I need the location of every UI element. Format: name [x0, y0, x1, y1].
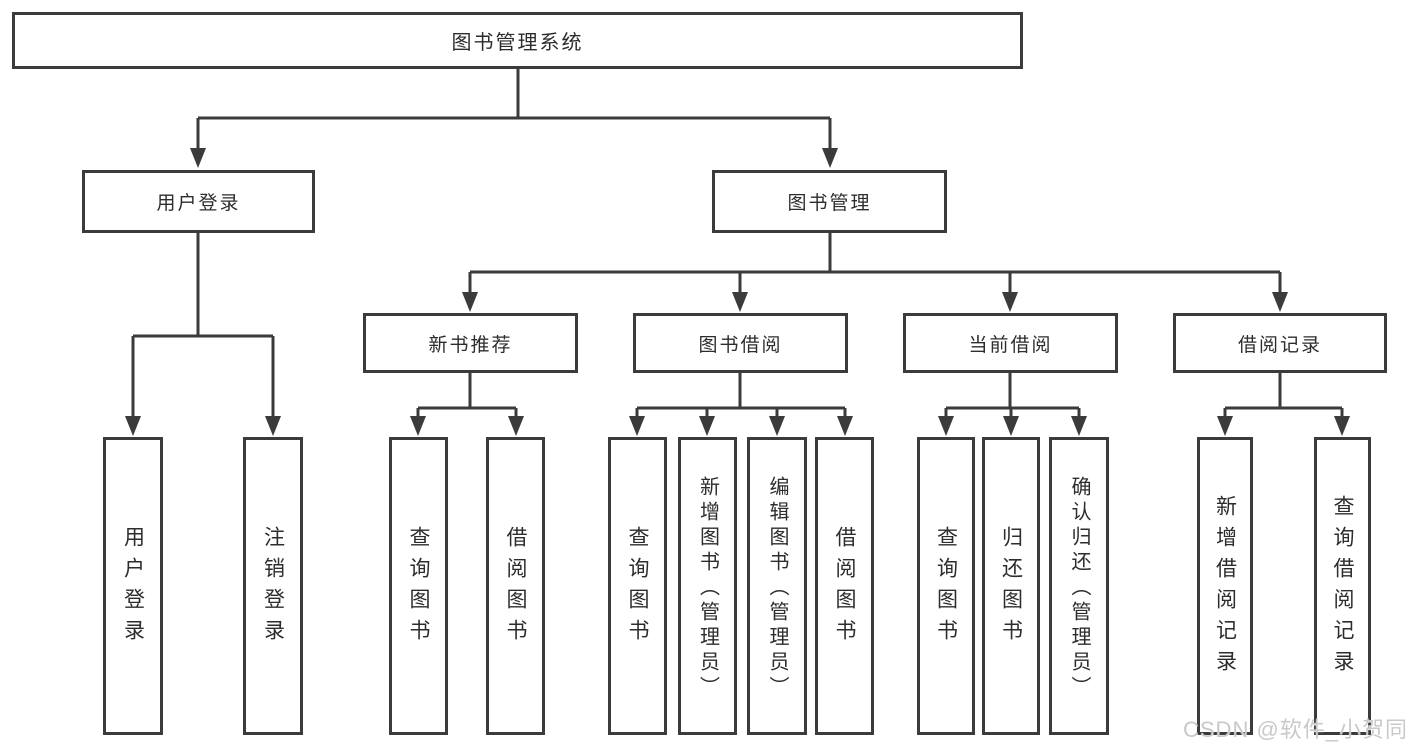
leaf-borrowing-edit-books-admin: 编辑图书（管理员）	[747, 437, 807, 735]
leaf-borrowing-add-books-admin: 新增图书（管理员）	[678, 437, 737, 735]
leaf-borrowing-query-books: 查询图书	[608, 437, 667, 735]
node-book-borrowing: 图书借阅	[633, 313, 848, 373]
leaf-borrowing-borrow-books: 借阅图书	[815, 437, 874, 735]
node-current-borrowing: 当前借阅	[903, 313, 1118, 373]
leaf-current-return-books: 归还图书	[982, 437, 1040, 735]
leaf-current-confirm-return-admin: 确认归还（管理员）	[1049, 437, 1109, 735]
leaf-records-add-borrow-record: 新增借阅记录	[1197, 437, 1253, 735]
leaf-logout: 注销登录	[243, 437, 303, 735]
node-root-library-management-system: 图书管理系统	[12, 12, 1023, 69]
leaf-newbooks-borrow-books: 借阅图书	[486, 437, 545, 735]
leaf-newbooks-query-books: 查询图书	[389, 437, 448, 735]
node-borrowing-records: 借阅记录	[1173, 313, 1387, 373]
leaf-user-login: 用户登录	[103, 437, 163, 735]
leaf-records-query-borrow-record: 查询借阅记录	[1314, 437, 1371, 735]
csdn-watermark: CSDN @软件_小贺同学	[1183, 717, 1405, 742]
node-user-login: 用户登录	[82, 170, 315, 233]
node-new-book-recommendation: 新书推荐	[363, 313, 578, 373]
leaf-current-query-books: 查询图书	[917, 437, 975, 735]
node-book-management: 图书管理	[712, 170, 947, 233]
